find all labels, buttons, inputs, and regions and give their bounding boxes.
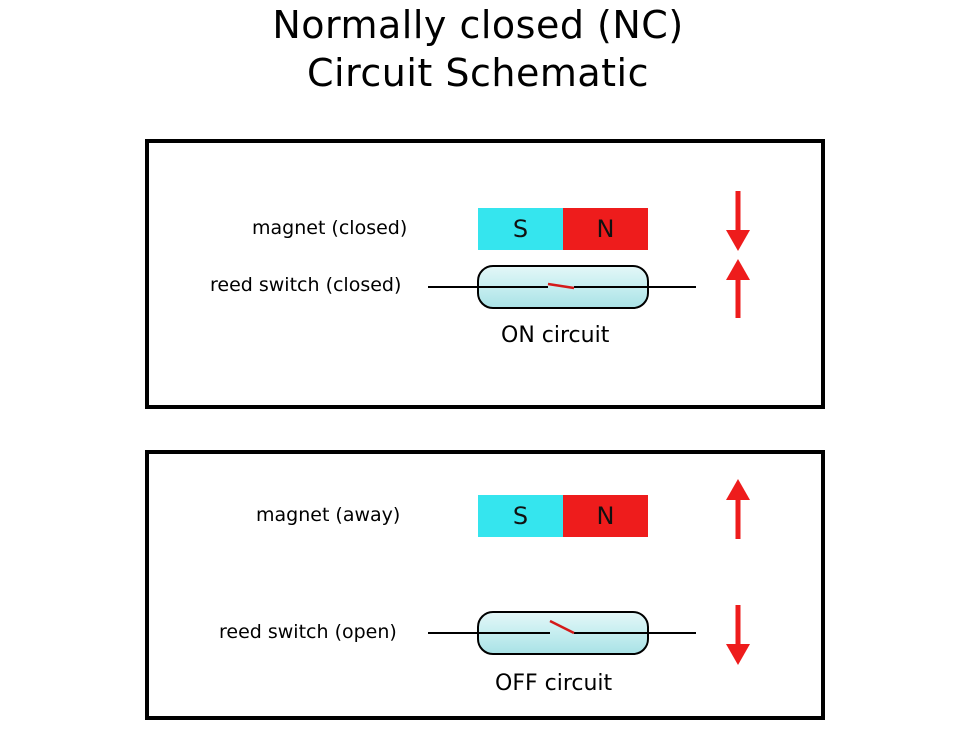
south-pole: S (478, 495, 563, 537)
contact-closed (547, 282, 575, 290)
open-state-panel (145, 450, 825, 720)
diagram-title-line-1: Normally closed (NC) (272, 3, 684, 47)
on-circuit-label: ON circuit (501, 323, 610, 348)
reed-switch-open-label: reed switch (open) (219, 621, 397, 643)
magnet-away: S N (478, 495, 648, 537)
reed-switch-closed (428, 265, 696, 309)
off-circuit-label: OFF circuit (495, 671, 613, 696)
closed-state-panel (145, 139, 825, 409)
south-pole: S (478, 208, 563, 250)
diagram-title-line-2: Circuit Schematic (306, 51, 650, 95)
north-pole: N (563, 495, 648, 537)
contact-open (549, 619, 575, 635)
magnet-away-label: magnet (away) (256, 504, 401, 526)
arrow-down-icon (726, 191, 750, 251)
north-pole: N (563, 208, 648, 250)
magnet-closed-label: magnet (closed) (252, 217, 408, 239)
arrow-up-icon (726, 479, 750, 539)
arrow-down-icon (726, 605, 750, 665)
magnet-closed: S N (478, 208, 648, 250)
reed-switch-open (428, 611, 696, 655)
reed-switch-closed-label: reed switch (closed) (210, 274, 402, 296)
arrow-up-icon (726, 259, 750, 318)
